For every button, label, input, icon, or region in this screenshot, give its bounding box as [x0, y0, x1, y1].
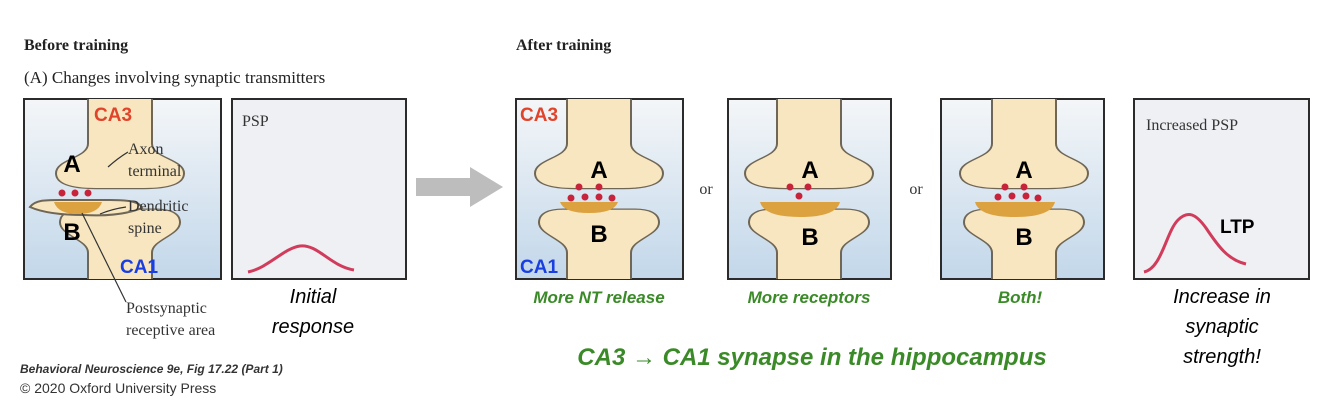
- neuron-b-label: B: [801, 224, 818, 251]
- postsynaptic-label: Postsynaptic: [126, 300, 207, 317]
- ca3-label: CA3: [520, 105, 558, 126]
- neuron-a-label: A: [63, 151, 80, 178]
- vesicle: [581, 193, 589, 201]
- or-label: or: [699, 181, 713, 198]
- ca1-label: CA1: [120, 257, 158, 278]
- neuron-a-label: A: [1015, 157, 1032, 184]
- neuron-a-label: A: [590, 157, 607, 184]
- vesicle: [84, 189, 92, 197]
- vesicle: [804, 183, 812, 191]
- ca3-label: CA3: [94, 105, 132, 126]
- ltp-curve: [1143, 212, 1247, 274]
- increased-psp-graph-panel: [1133, 98, 1310, 280]
- more-nt-panel: [515, 98, 684, 280]
- neuron-b-label: B: [1015, 224, 1032, 251]
- initial-response-label-2: response: [272, 316, 354, 338]
- postsynaptic-label-2: receptive area: [126, 322, 215, 339]
- axon-leader-line: [107, 151, 129, 168]
- before-training-heading: Before training: [24, 37, 128, 54]
- axon-terminal-label-2: terminal: [128, 163, 182, 180]
- main-caption: CA3 → CA1 synapse in the hippocampus: [577, 344, 1046, 371]
- copyright-notice: © 2020 Oxford University Press: [20, 380, 216, 396]
- psp-graph-panel: [231, 98, 407, 280]
- vesicle: [1020, 183, 1028, 191]
- vesicle: [71, 189, 79, 197]
- spine-leader-line: [99, 206, 127, 215]
- neuron-a-label: A: [801, 157, 818, 184]
- axon-terminal-label: Axon: [128, 141, 164, 158]
- vesicle: [595, 183, 603, 191]
- increase-label-3: strength!: [1183, 346, 1261, 368]
- vesicle: [1034, 194, 1042, 202]
- vesicle: [1022, 192, 1030, 200]
- initial-response-label: Initial: [290, 286, 337, 308]
- vesicle: [58, 189, 66, 197]
- vesicle: [595, 193, 603, 201]
- neuron-b-label: B: [590, 221, 607, 248]
- vesicle: [786, 183, 794, 191]
- vesicle: [1008, 192, 1016, 200]
- panel-a-heading: (A) Changes involving synaptic transmitt…: [24, 68, 325, 87]
- vesicle: [608, 194, 616, 202]
- more-receptors-caption: More receptors: [748, 288, 871, 307]
- both-panel: [940, 98, 1105, 280]
- increase-label-2: synaptic: [1185, 316, 1258, 338]
- vesicle: [575, 183, 583, 191]
- vesicle: [994, 193, 1002, 201]
- figure-credit: Behavioral Neuroscience 9e, Fig 17.22 (P…: [20, 362, 283, 376]
- receptive-leader-line: [81, 212, 127, 303]
- or-label: or: [909, 181, 923, 198]
- neuron-b-label: B: [63, 219, 80, 246]
- ca1-label: CA1: [520, 257, 558, 278]
- right-arrow-icon: [416, 167, 503, 207]
- psp-curve: [247, 244, 355, 274]
- more-nt-caption: More NT release: [533, 288, 664, 307]
- vesicle: [795, 192, 803, 200]
- dendritic-spine-label: Dendritic: [128, 198, 188, 215]
- dendritic-spine-label-2: spine: [128, 220, 162, 237]
- before-synapse-panel: [23, 98, 222, 280]
- increased-psp-label: Increased PSP: [1146, 117, 1238, 134]
- increase-label: Increase in: [1173, 286, 1271, 308]
- more-receptors-panel: [727, 98, 892, 280]
- vesicle: [567, 194, 575, 202]
- after-training-heading: After training: [516, 37, 611, 54]
- vesicle: [1001, 183, 1009, 191]
- ltp-label: LTP: [1220, 217, 1255, 238]
- psp-label: PSP: [242, 113, 269, 130]
- both-caption: Both!: [998, 288, 1043, 307]
